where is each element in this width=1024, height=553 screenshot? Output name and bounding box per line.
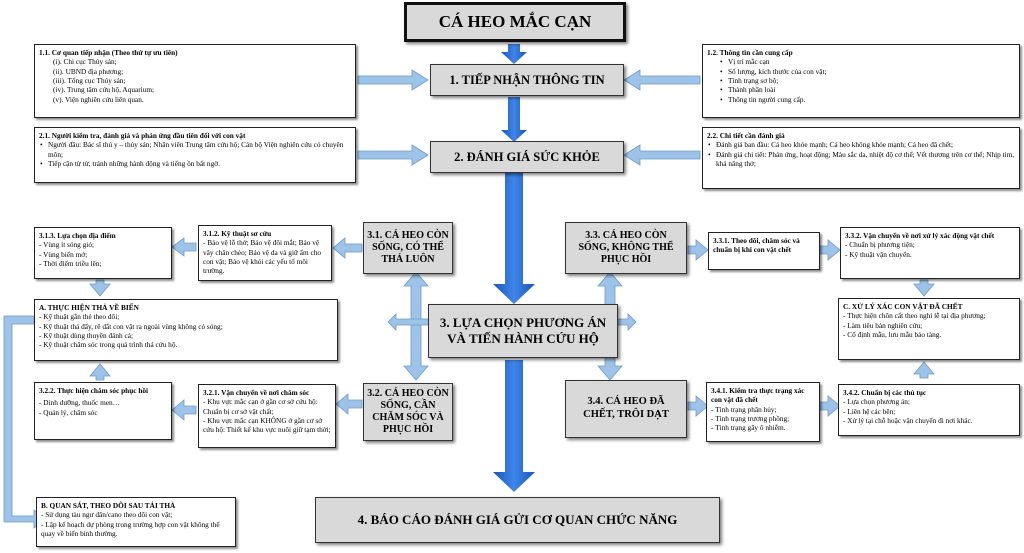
list-item: (ii). UBND địa phương; bbox=[53, 66, 124, 76]
list-item: - Khu vực mắc cạn KHÔNG ở gần cơ sở cứu … bbox=[203, 415, 331, 435]
list-item: - Bảo vệ lỗ thở; Bảo vệ đôi mắt; Bảo vệ … bbox=[203, 238, 322, 276]
case-3-2-box: 3.2. CÁ HEO CÒN SỐNG, CẦN CHĂM SÓC VÀ PH… bbox=[363, 383, 453, 441]
case-3-1-box: 3.1. CÁ HEO CÒN SỐNG, CÓ THỂ THẢ LUÔN bbox=[363, 222, 453, 274]
box-b-post-release-monitoring: B. QUAN SÁT, THEO DÕI SAU TÁI THẢ - Sử d… bbox=[36, 497, 236, 547]
box-3-3-1-monitor-care: 3.3.1. Theo dõi, chăm sóc và chuẩn bị kh… bbox=[708, 232, 820, 270]
box-1-1-receiving-agencies: 1.1. Cơ quan tiếp nhận (Theo thứ tự ưu t… bbox=[34, 44, 356, 118]
box-a-heading: A. THỰC HIỆN THẢ VỀ BIỂN bbox=[39, 303, 139, 312]
list-item: - Kỹ thuật chăm sóc trong quá trình thả … bbox=[39, 340, 178, 350]
box-2-1-heading: 2.1. Người kiểm tra, đánh giá và phản ứn… bbox=[39, 131, 246, 140]
case-3-3-box: 3.3. CÁ HEO CÒN SỐNG, KHÔNG THỂ PHỤC HỒI bbox=[565, 222, 687, 274]
list-item: - Vùng ít sóng gió; bbox=[39, 240, 95, 250]
list-item: Thành phần loài bbox=[719, 85, 1015, 95]
list-item: (i). Chi cục Thủy sản; bbox=[53, 57, 117, 67]
box-3-3-2-heading: 3.3.2. Vận chuyển về nơi xử lý xác động … bbox=[845, 231, 995, 240]
box-3-4-1-heading: 3.4.1. Kiểm tra thực trạng xác con vật đ… bbox=[711, 386, 805, 405]
case-3-4-label: 3.4. CÁ HEO ĐÃ CHẾT, TRÔI DẠT bbox=[583, 396, 669, 420]
box-1-1-heading: 1.1. Cơ quan tiếp nhận (Theo thứ tự ưu t… bbox=[39, 48, 178, 57]
list-item: - Kỹ thuật vận chuyển. bbox=[845, 249, 912, 259]
box-3-2-1-heading: 3.2.1. Vận chuyển về nơi chăm sóc bbox=[203, 388, 310, 397]
list-item: Thông tin người cung cấp. bbox=[719, 95, 1015, 105]
list-item: - Sử dụng tàu ngư dân/cano theo dõi con … bbox=[41, 510, 173, 520]
step-1-label: 1. TIẾP NHẬN THÔNG TIN bbox=[449, 72, 605, 87]
list-item: (iii). Tổng cục Thủy sản; bbox=[53, 75, 126, 85]
box-a-release-to-sea: A. THỰC HIỆN THẢ VỀ BIỂN - Kỹ thuật gắn … bbox=[34, 299, 338, 361]
box-3-3-1-heading: 3.3.1. Theo dõi, chăm sóc và chuẩn bị kh… bbox=[713, 236, 800, 255]
box-b-heading: B. QUAN SÁT, THEO DÕI SAU TÁI THẢ bbox=[41, 501, 176, 510]
list-item: - Tình trạng phân hủy; bbox=[711, 404, 777, 414]
case-3-2-label: 3.2. CÁ HEO CÒN SỐNG, CẦN CHĂM SÓC VÀ PH… bbox=[367, 388, 449, 435]
box-1-2-heading: 1.2. Thông tin cần cung cấp bbox=[707, 48, 793, 57]
box-2-1-first-responders: 2.1. Người kiểm tra, đánh giá và phản ứn… bbox=[34, 127, 356, 183]
list-item: Đánh giá ban đầu: Cá heo khỏe mạnh; Cá h… bbox=[707, 140, 1015, 150]
list-item: - Thời điểm triều lên; bbox=[39, 258, 102, 268]
box-3-2-2-heading: 3.2.2. Thực hiện chăm sóc phục hồi bbox=[39, 386, 149, 395]
list-item: - Lựa chọn phương án; bbox=[843, 397, 910, 407]
case-3-3-label: 3.3. CÁ HEO CÒN SỐNG, KHÔNG THỂ PHỤC HỒI bbox=[578, 230, 674, 265]
list-item: - Dinh dưỡng, thuốc men… bbox=[39, 398, 120, 408]
step-4-box: 4. BÁO CÁO ĐÁNH GIÁ GỬI CƠ QUAN CHỨC NĂN… bbox=[315, 497, 720, 543]
box-3-1-3-heading: 3.1.3. Lựa chọn địa điểm bbox=[39, 231, 116, 240]
box-c-heading: C. XỬ LÝ XÁC CON VẬT ĐÃ CHẾT bbox=[843, 302, 963, 311]
case-3-1-label: 3.1. CÁ HEO CÒN SỐNG, CÓ THỂ THẢ LUÔN bbox=[367, 230, 449, 265]
box-1-2-required-info: 1.2. Thông tin cần cung cấp Vị trí mắc c… bbox=[702, 44, 1020, 118]
list-item: - Xử lý tại chỗ hoặc vận chuyển đi nơi k… bbox=[843, 415, 973, 425]
box-3-4-2-procedures: 3.4.2. Chuẩn bị các thủ tục - Lựa chọn p… bbox=[838, 384, 1020, 436]
box-2-2-assessment-details: 2.2. Chi tiết cần đánh giá Đánh giá ban … bbox=[702, 127, 1020, 189]
step-2-box: 2. ĐÁNH GIÁ SỨC KHỎE bbox=[430, 141, 624, 173]
list-item: - Khu vực mắc cạn ở gần cơ sở cứu hộ: Ch… bbox=[203, 397, 318, 416]
list-item: Tình trạng sơ bộ; bbox=[719, 76, 1015, 86]
box-3-1-3-location: 3.1.3. Lựa chọn địa điểm - Vùng ít sóng … bbox=[34, 227, 172, 279]
list-item: - Liên hệ các bên; bbox=[843, 406, 896, 416]
box-3-2-1-transport-care: 3.2.1. Vận chuyển về nơi chăm sóc - Khu … bbox=[198, 384, 336, 448]
side-arrows bbox=[3, 69, 935, 529]
box-3-4-1-carcass-inspection: 3.4.1. Kiểm tra thực trạng xác con vật đ… bbox=[706, 382, 820, 442]
list-item: (v). Viện nghiên cứu liên quan. bbox=[53, 94, 144, 104]
list-item: - Làm tiêu bản nghiên cứu; bbox=[843, 320, 923, 330]
box-3-4-2-heading: 3.4.2. Chuẩn bị các thủ tục bbox=[843, 388, 927, 397]
step-4-label: 4. BÁO CÁO ĐÁNH GIÁ GỬI CƠ QUAN CHỨC NĂN… bbox=[357, 512, 678, 527]
step-2-label: 2. ĐÁNH GIÁ SỨC KHỎE bbox=[454, 149, 600, 164]
step-1-box: 1. TIẾP NHẬN THÔNG TIN bbox=[430, 64, 624, 96]
list-item: (iv). Trung tâm cứu hộ, Aquarium; bbox=[53, 85, 155, 95]
list-item: Tiếp cận từ từ, tránh những hành động và… bbox=[39, 159, 351, 169]
list-item: Đánh giá chi tiết: Phản ứng, hoạt động; … bbox=[707, 150, 1015, 169]
box-3-3-2-transport-disposal: 3.3.2. Vận chuyển về nơi xử lý xác động … bbox=[840, 227, 1020, 279]
list-item: - Kỹ thuật thả đẩy, rẽ dắt con vật ra ng… bbox=[39, 321, 223, 331]
list-item: - Vùng biển mở; bbox=[39, 249, 88, 259]
title-text: CÁ HEO MẮC CẠN bbox=[438, 12, 592, 31]
list-item: Số lượng, kích thước của con vật; bbox=[719, 67, 1015, 77]
list-item: Người đầu: Bác sĩ thú y – thủy sản; Nhân… bbox=[39, 140, 351, 159]
list-item: - Kỹ thuật gắn thẻ theo dõi; bbox=[39, 312, 120, 322]
list-item: - Chuẩn bị phương tiện; bbox=[845, 240, 915, 250]
main-flow-arrows bbox=[493, 44, 535, 492]
list-item: - Tình trạng trương phồng; bbox=[711, 413, 790, 423]
box-3-1-2-first-aid: 3.1.2. Kỹ thuật sơ cứu - Bảo vệ lỗ thở; … bbox=[198, 225, 332, 281]
list-item: - Thực hiện chôn cất theo nghi lễ tại đị… bbox=[843, 311, 986, 321]
list-item: - Quản lý, chăm sóc bbox=[39, 407, 98, 417]
list-item: - Kỹ thuật dùng thuyền đánh cá; bbox=[39, 330, 134, 340]
box-3-2-2-rehab-care: 3.2.2. Thực hiện chăm sóc phục hồi - Din… bbox=[34, 382, 172, 440]
step-3-box: 3. LỰA CHỌN PHƯƠNG ÁN VÀ TIẾN HÀNH CỨU H… bbox=[428, 304, 618, 358]
box-2-2-heading: 2.2. Chi tiết cần đánh giá bbox=[707, 131, 785, 140]
case-3-4-box: 3.4. CÁ HEO ĐÃ CHẾT, TRÔI DẠT bbox=[565, 380, 687, 438]
list-item: - Lập kế hoạch dự phòng trong trường hợp… bbox=[41, 519, 220, 538]
list-item: - Cố định mẫu, lưu mẫu bảo tàng. bbox=[843, 329, 942, 339]
box-3-1-2-heading: 3.1.2. Kỹ thuật sơ cứu bbox=[203, 229, 272, 238]
list-item: Vị trí mắc cạn bbox=[719, 57, 1015, 67]
box-c-carcass-handling: C. XỬ LÝ XÁC CON VẬT ĐÃ CHẾT - Thực hiện… bbox=[838, 298, 1020, 360]
list-item: - Tình trạng gây ô nhiễm. bbox=[711, 423, 786, 433]
step-3-label: 3. LỰA CHỌN PHƯƠNG ÁN VÀ TIẾN HÀNH CỨU H… bbox=[439, 314, 607, 346]
page-title: CÁ HEO MẮC CẠN bbox=[404, 2, 626, 42]
